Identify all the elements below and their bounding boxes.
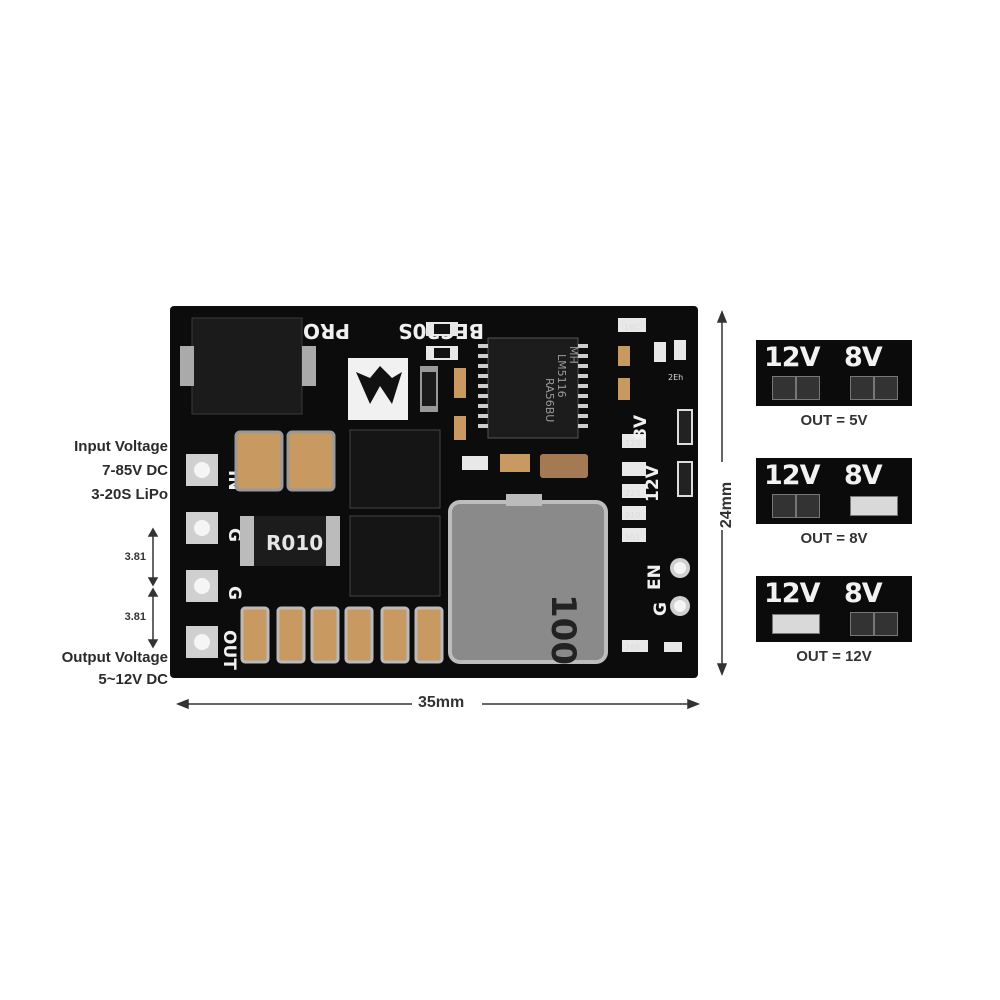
input-capacitor-2: [286, 430, 336, 492]
pin-pitch-label-1: 3.81: [124, 551, 146, 563]
inductor-marking: 100: [543, 594, 583, 665]
output-capacitors: [240, 606, 444, 664]
code-7: 2Eh: [668, 373, 683, 382]
sel-12v-text: 12V: [764, 342, 820, 373]
pin-out-label: OUT: [219, 630, 239, 670]
pin-en-label: EN: [645, 564, 665, 590]
left-pads: [186, 454, 218, 658]
board-8v-label: 8V: [631, 414, 651, 440]
chip-line-1: RA56BU: [543, 378, 556, 422]
output-range-label: 5~12V DC: [98, 671, 168, 688]
sel-8v-text: 8V: [844, 578, 883, 609]
pad-12v-b: [796, 494, 820, 518]
pad-12v-a: [772, 376, 796, 400]
pad-8v-b: [874, 612, 898, 636]
pad-8v-bridged: [850, 496, 898, 516]
input-range-label: 7-85V DC: [102, 462, 168, 479]
silk-pro: PRO: [303, 319, 350, 343]
resistor-marking: R010: [266, 531, 323, 555]
sel-8v-text: 8V: [844, 342, 883, 373]
sel-12v-text: 12V: [764, 460, 820, 491]
width-dimension: 35mm: [418, 694, 465, 711]
input-capacitor-1: [234, 430, 284, 492]
pad-8v-b: [874, 376, 898, 400]
code-5: 268: [625, 643, 640, 652]
diode-tab-left: [180, 346, 194, 386]
lipo-range-label: 3-20S LiPo: [91, 486, 168, 503]
input-voltage-label: Input Voltage: [74, 438, 168, 455]
code-4: 501: [625, 533, 640, 542]
out-8v-label: OUT = 8V: [800, 530, 868, 547]
board-12v-label: 12V: [643, 464, 663, 502]
chip-line-2: LM5116: [555, 354, 568, 398]
code-2: 223: [625, 489, 640, 498]
pin-g-right-label: G: [651, 602, 671, 616]
pad-12v-a: [772, 494, 796, 518]
code-3: 010: [625, 511, 640, 520]
selector-card-5v: 12V 8V: [756, 340, 912, 406]
code-1: 123: [625, 439, 640, 448]
selector-card-8v: 12V 8V: [756, 458, 912, 524]
diode-package: [191, 317, 303, 415]
pin-g1-label: G: [224, 528, 244, 542]
pad-8v-a: [850, 376, 874, 400]
small-components: [420, 318, 686, 652]
ic-pins: [478, 344, 588, 428]
chip-line-3: MH: [567, 346, 580, 364]
small-capacitor: [540, 454, 588, 478]
height-dimension: 24mm: [718, 481, 736, 529]
sel-8v-text: 8V: [844, 460, 883, 491]
logo-mark: [356, 366, 402, 404]
pin-g2-label: G: [224, 586, 244, 600]
pcb-board: IN G G OUT R010 100: [170, 306, 698, 678]
mosfet-2: [349, 515, 441, 597]
pad-12v-b: [796, 376, 820, 400]
board-12v-pad: [677, 461, 693, 497]
mosfet-1: [349, 429, 441, 509]
pad-8v-a: [850, 612, 874, 636]
sel-12v-text: 12V: [764, 578, 820, 609]
out-12v-label: OUT = 12V: [796, 648, 872, 665]
selector-card-12v: 12V 8V: [756, 576, 912, 642]
output-voltage-label: Output Voltage: [61, 649, 168, 666]
pin-pitch-label-2: 3.81: [124, 611, 146, 623]
board-8v-pad: [677, 409, 693, 445]
pad-12v-bridged: [772, 614, 820, 634]
diode-tab-right: [302, 346, 316, 386]
code-6: 16C: [624, 323, 640, 332]
out-5v-label: OUT = 5V: [800, 412, 868, 429]
